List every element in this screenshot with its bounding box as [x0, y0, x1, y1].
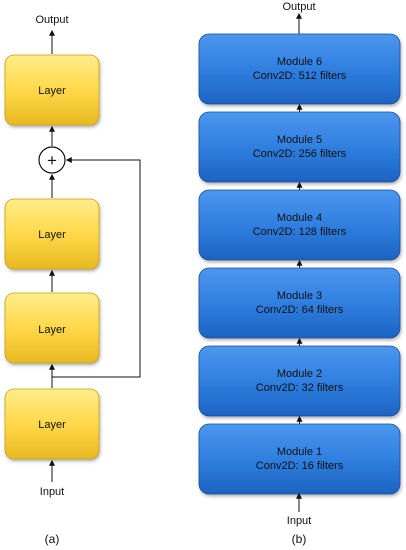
sum-symbol: +: [47, 151, 57, 170]
module-name: Module 1: [277, 446, 322, 458]
sum-node: [38, 146, 66, 174]
caption-a: (a): [45, 532, 60, 546]
layer-1-label: Layer: [38, 419, 66, 431]
layer-2-label: Layer: [38, 324, 66, 336]
module-detail: Conv2D: 32 filters: [256, 382, 344, 394]
module-name: Module 6: [277, 56, 322, 68]
layer-box-3: [4, 198, 100, 270]
layer-box-2: [4, 292, 100, 364]
a-output-label: Output: [35, 14, 68, 26]
module-box: [198, 33, 401, 105]
layer-3-label: Layer: [38, 229, 66, 241]
diagram-a: Output Layer + Layer Layer Layer Input (…: [4, 14, 141, 546]
module-detail: Conv2D: 16 filters: [256, 460, 344, 472]
module-box: [198, 111, 401, 183]
b-input-label: Input: [287, 515, 311, 527]
module-box: [198, 345, 401, 417]
module-name: Module 5: [277, 134, 322, 146]
module-name: Module 2: [277, 368, 322, 380]
b-output-label: Output: [282, 1, 315, 13]
module-detail: Conv2D: 128 filters: [253, 226, 347, 238]
module-detail: Conv2D: 256 filters: [253, 148, 347, 160]
module-detail: Conv2D: 512 filters: [253, 70, 347, 82]
module-detail: Conv2D: 64 filters: [256, 304, 344, 316]
layer-4-label: Layer: [38, 85, 66, 97]
layer-box-4: [4, 54, 100, 126]
module-box: [198, 189, 401, 261]
module-box: [198, 267, 401, 339]
module-name: Module 4: [277, 212, 322, 224]
layer-box-1: [4, 388, 100, 460]
a-input-label: Input: [40, 486, 64, 498]
caption-b: (b): [292, 532, 307, 546]
module-box: [198, 423, 401, 495]
skip-connection: [52, 157, 141, 378]
module-name: Module 3: [277, 290, 322, 302]
